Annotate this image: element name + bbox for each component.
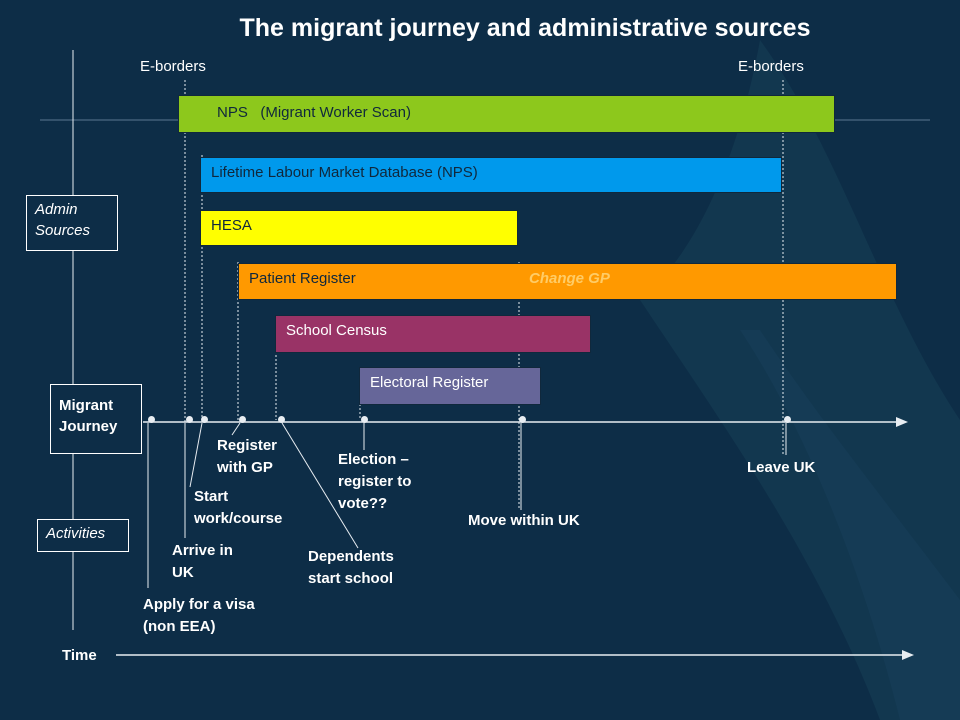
event-register-gp: Register with GP [217, 435, 277, 479]
eborders-right-label: E-borders [738, 58, 804, 75]
journey-dot-move [518, 415, 526, 423]
lifetime-label: Lifetime Labour Market Database (NPS) [211, 164, 478, 181]
journey-dot-school [277, 415, 285, 423]
journey-dot-leave [783, 415, 791, 423]
connector-work [189, 422, 203, 488]
event-apply-visa-line1: Apply for a visa [143, 596, 255, 613]
event-start-work-line1: Start [194, 488, 229, 505]
event-move-within-uk: Move within UK [468, 512, 580, 529]
time-label: Time [62, 647, 97, 664]
event-arrive-uk-line2: UK [172, 564, 194, 581]
event-apply-visa-line2: (non EEA) [143, 618, 216, 635]
event-arrive-uk-line1: Arrive in [172, 542, 233, 559]
source-bar-hesa: HESA [200, 210, 518, 246]
event-dependents-school-line2: start school [308, 570, 394, 587]
time-arrowhead [902, 650, 914, 660]
connector-school [281, 422, 359, 549]
background-swoosh-2 [740, 330, 960, 720]
admin-sources-line1: Admin [35, 201, 78, 218]
nps-label: NPS [217, 104, 248, 121]
migrant-journey-line1: Migrant [59, 397, 114, 414]
event-dependents-school: Dependents start school [308, 546, 394, 590]
event-election-vote-line3: vote?? [338, 495, 388, 512]
activities-label: Activities [46, 525, 106, 542]
source-bar-electoral-register: Electoral Register [359, 367, 541, 405]
source-bar-nps: NPS (Migrant Worker Scan) [178, 95, 835, 133]
event-start-work: Start work/course [194, 486, 282, 530]
event-election-vote-line1: Election – [338, 451, 409, 468]
electoral-register-label: Electoral Register [370, 374, 489, 391]
hesa-label: HESA [211, 217, 252, 234]
event-register-gp-line1: Register [217, 437, 278, 454]
journey-dot-arrive [185, 415, 193, 423]
school-census-label: School Census [286, 322, 387, 339]
journey-dot-visa [147, 415, 155, 423]
patient-register-label: Patient Register [249, 270, 356, 287]
source-bar-lifetime-labour-market: Lifetime Labour Market Database (NPS) [200, 157, 782, 193]
event-arrive-uk: Arrive in UK [172, 540, 233, 584]
event-apply-visa: Apply for a visa (non EEA) [143, 594, 255, 638]
journey-dot-vote [360, 415, 368, 423]
journey-arrowhead [896, 417, 908, 427]
source-bar-patient-register: Patient Register Change GP [238, 263, 897, 300]
connector-gp [231, 422, 241, 436]
event-leave-uk: Leave UK [747, 459, 816, 476]
event-election-vote-line2: register to [338, 473, 412, 490]
admin-sources-line2: Sources [35, 222, 91, 239]
page-title: The migrant journey and administrative s… [239, 14, 811, 42]
journey-dot-gp [238, 415, 246, 423]
migrant-journey-box: Migrant Journey [50, 384, 142, 454]
eborders-left-label: E-borders [140, 58, 206, 75]
nps-sublabel: (Migrant Worker Scan) [260, 104, 411, 121]
event-dependents-school-line1: Dependents [308, 548, 394, 565]
migrant-journey-line2: Journey [59, 418, 118, 435]
event-start-work-line2: work/course [194, 510, 283, 527]
source-bar-school-census: School Census [275, 315, 591, 353]
activities-box: Activities [37, 519, 129, 552]
event-register-gp-line2: with GP [217, 459, 273, 476]
change-gp-label: Change GP [529, 270, 610, 287]
journey-dot-work [200, 415, 208, 423]
admin-sources-box: Admin Sources [26, 195, 118, 251]
event-election-vote: Election – register to vote?? [338, 449, 411, 515]
